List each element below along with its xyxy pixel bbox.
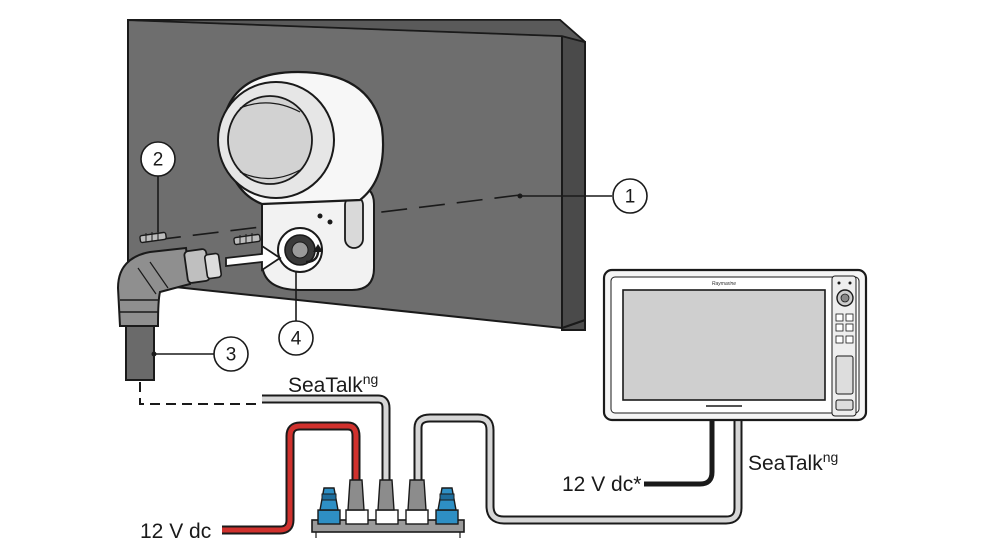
seatalk-label-right: SeaTalkng bbox=[748, 449, 838, 475]
mounting-axis-line bbox=[154, 194, 521, 241]
seatalk-cable-right bbox=[413, 413, 743, 525]
multifunction-display: Raymarine bbox=[602, 268, 868, 422]
svg-text:2: 2 bbox=[153, 150, 164, 171]
display-button-panel bbox=[831, 275, 857, 417]
callout-3: 3 bbox=[151, 336, 249, 372]
spur-connector-3 bbox=[405, 479, 429, 525]
display-brand-label: Raymarine bbox=[712, 281, 736, 287]
backbone-connector-block bbox=[311, 479, 465, 538]
power-cable-red bbox=[222, 421, 361, 535]
display-power-cable bbox=[644, 418, 715, 487]
power-label-left: 12 V dc bbox=[140, 520, 211, 543]
terminator-left bbox=[317, 487, 341, 525]
svg-text:4: 4 bbox=[291, 329, 302, 350]
dashed-cable-link bbox=[139, 382, 262, 405]
callout-1: 1 bbox=[517, 178, 648, 214]
svg-text:1: 1 bbox=[625, 187, 636, 208]
terminator-right bbox=[435, 487, 459, 525]
mounting-screw-right bbox=[233, 233, 261, 246]
callout-4: 4 bbox=[278, 272, 314, 356]
mounting-screw-left bbox=[139, 231, 167, 244]
seatalk-cable-top bbox=[262, 394, 391, 480]
spur-connector-2 bbox=[375, 479, 399, 525]
svg-text:3: 3 bbox=[226, 345, 237, 366]
seatalk-label-top: SeaTalkng bbox=[288, 371, 378, 397]
display-screen bbox=[622, 289, 826, 401]
spur-connector-1 bbox=[345, 479, 369, 525]
mounted-device bbox=[217, 70, 385, 291]
right-angle-connector bbox=[116, 246, 223, 381]
callout-2: 2 bbox=[140, 141, 176, 232]
power-label-display: 12 V dc* bbox=[562, 473, 641, 496]
insertion-arrow-icon bbox=[225, 244, 282, 272]
